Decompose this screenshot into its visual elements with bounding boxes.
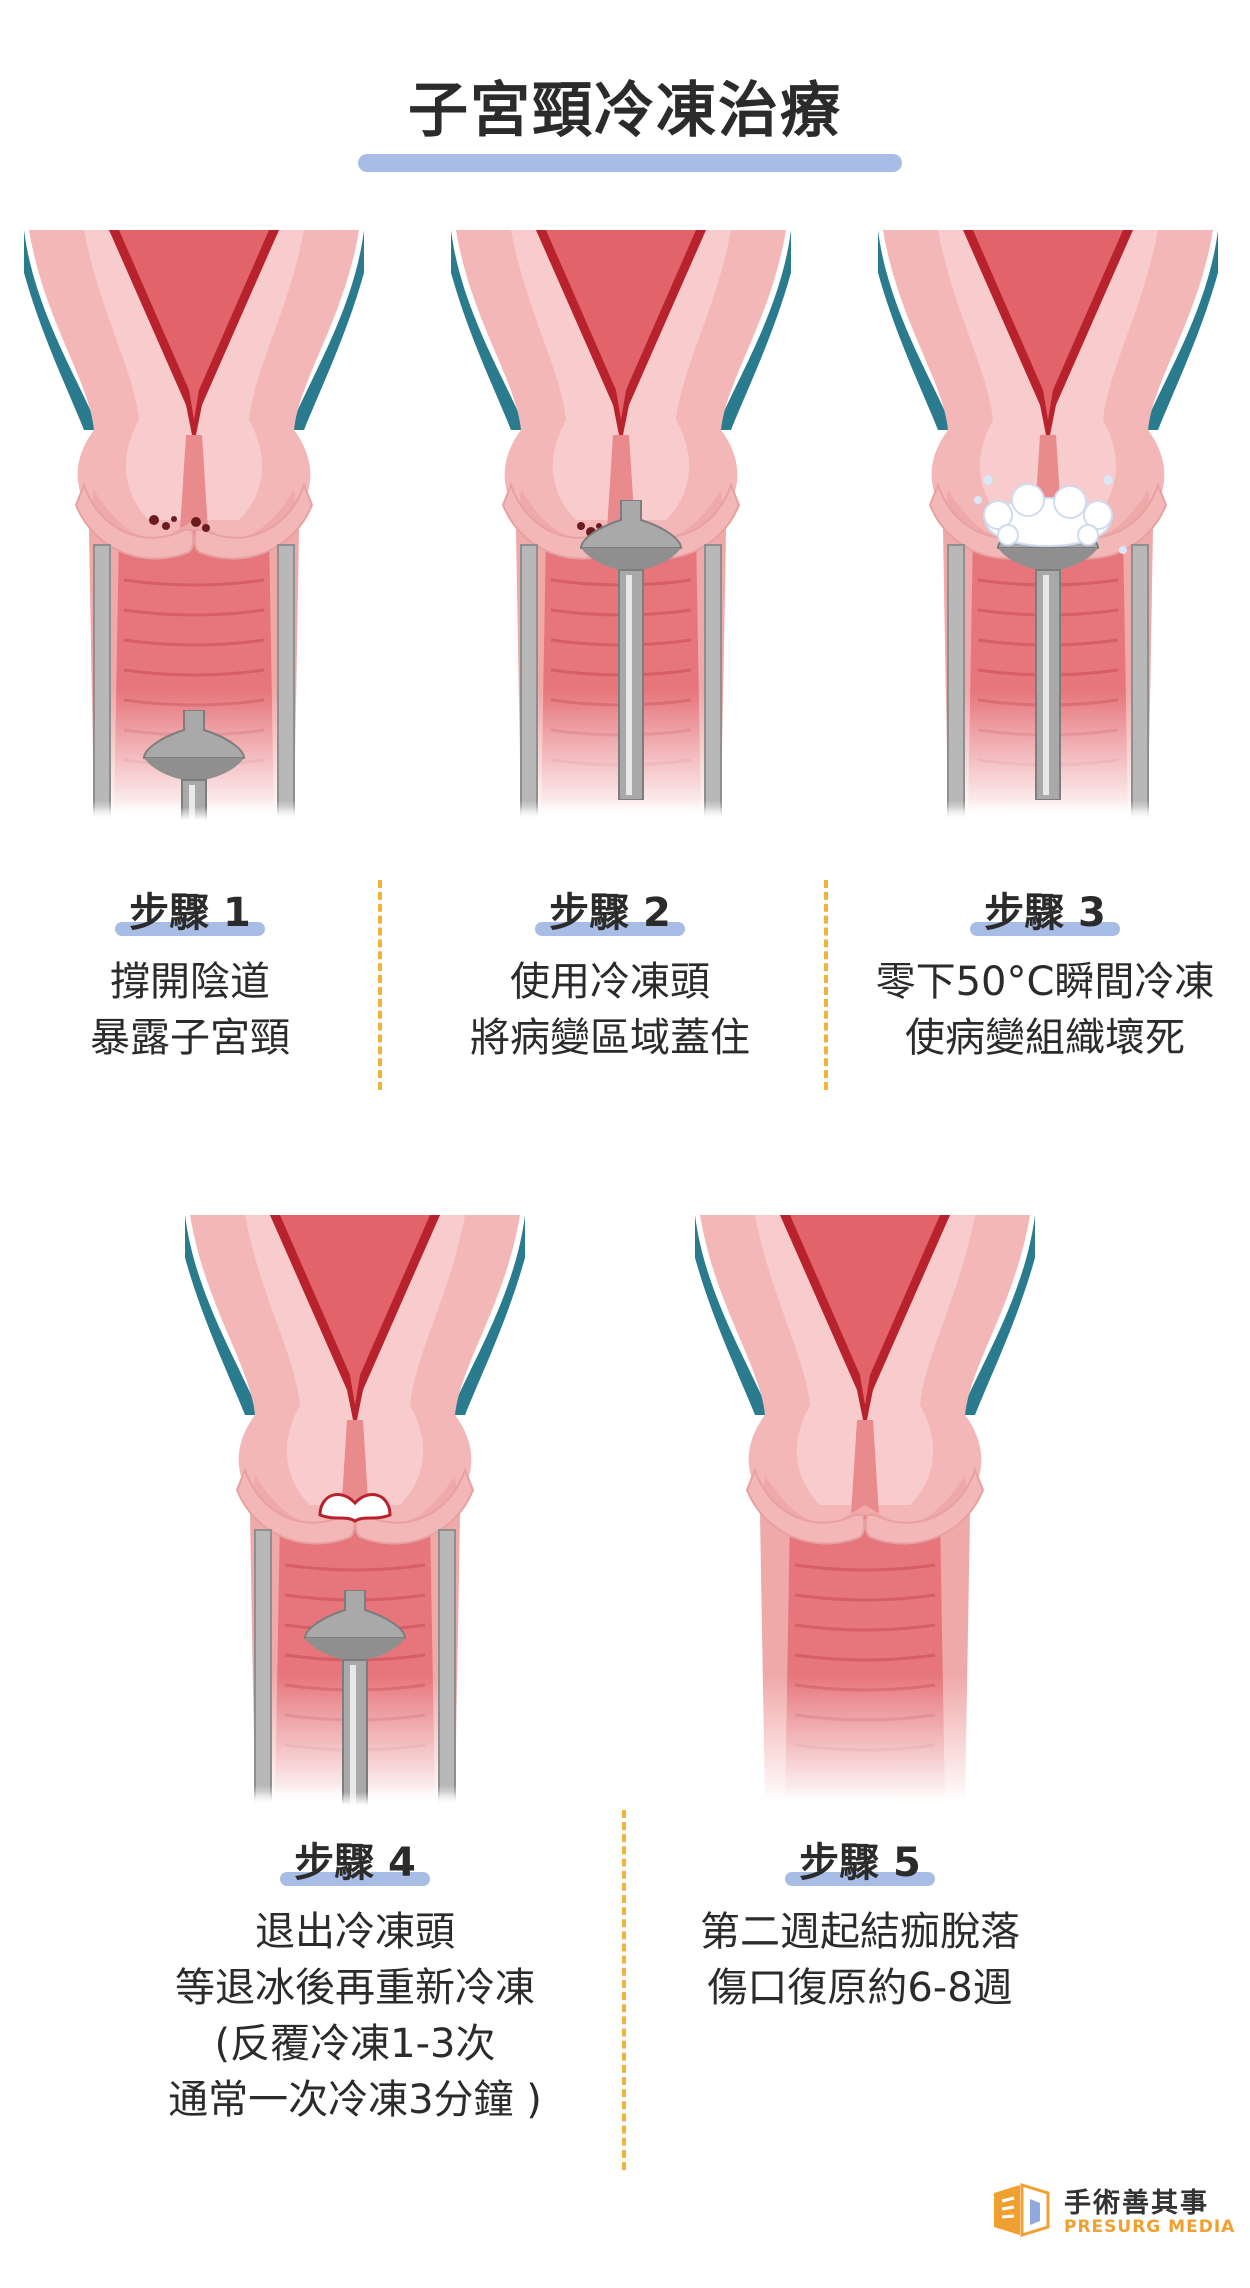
step-5-underline <box>785 1872 935 1886</box>
step-1-line-1: 撐開陰道 <box>110 959 270 1005</box>
step1-illustration <box>24 230 364 820</box>
step-2-underline <box>535 922 685 936</box>
brand-name-en: PRESURG MEDIA <box>1064 2217 1236 2237</box>
step-1-label: 步驟 1 <box>129 890 251 936</box>
step2-illustration <box>451 230 791 820</box>
step-4: 步驟 4 退出冷凍頭 等退冰後再重新冷凍 (反覆冷凍1-3次 通常一次冷凍3分鐘… <box>130 1830 580 2128</box>
brand-logo: 手術善其事 PRESURG MEDIA <box>990 2175 1234 2245</box>
step-4-line-4: 通常一次冷凍3分鐘 ) <box>168 2077 542 2123</box>
step-1-line-2: 暴露子宮頸 <box>90 1015 290 1061</box>
step-1: 步驟 1 撐開陰道 暴露子宮頸 <box>0 880 380 1066</box>
step-3-line-1: 零下50°C瞬間冷凍 <box>875 959 1215 1005</box>
divider-1 <box>378 880 382 1090</box>
step-2-line-1: 使用冷凍頭 <box>510 959 710 1005</box>
title-underline <box>358 154 902 172</box>
divider-2 <box>824 880 828 1090</box>
step4-illustration <box>185 1215 525 1805</box>
step-5-label: 步驟 5 <box>799 1840 921 1886</box>
step-4-line-2: 等退冰後再重新冷凍 <box>175 1965 535 2011</box>
step5-illustration <box>695 1215 1035 1805</box>
divider-3 <box>622 1810 626 2170</box>
step-5: 步驟 5 第二週起結痂脫落 傷口復原約6-8週 <box>660 1830 1060 2016</box>
lesion-dots <box>149 515 210 532</box>
brand-name-cn: 手術善其事 <box>1064 2188 1209 2219</box>
page-title: 子宮頸冷凍治療 <box>408 76 842 146</box>
presurg-logo-icon <box>994 2182 1050 2238</box>
step-4-line-3: (反覆冷凍1-3次 <box>214 2021 496 2067</box>
step-1-underline <box>115 922 265 936</box>
step-2-label: 步驟 2 <box>549 890 671 936</box>
step-3-line-2: 使病變組織壞死 <box>905 1015 1185 1061</box>
step-5-line-2: 傷口復原約6-8週 <box>707 1965 1013 2011</box>
step-4-underline <box>280 1872 430 1886</box>
step-4-line-1: 退出冷凍頭 <box>255 1909 455 1955</box>
step-5-line-1: 第二週起結痂脫落 <box>700 1909 1020 1955</box>
step-2: 步驟 2 使用冷凍頭 將病變區域蓋住 <box>420 880 800 1066</box>
step-2-line-2: 將病變區域蓋住 <box>470 1015 750 1061</box>
step3-illustration <box>878 230 1218 820</box>
step-3: 步驟 3 零下50°C瞬間冷凍 使病變組織壞死 <box>850 880 1240 1066</box>
frost-cloud <box>983 483 1113 547</box>
step-3-label: 步驟 3 <box>984 890 1106 936</box>
step-4-label: 步驟 4 <box>294 1840 416 1886</box>
step-3-underline <box>970 922 1120 936</box>
